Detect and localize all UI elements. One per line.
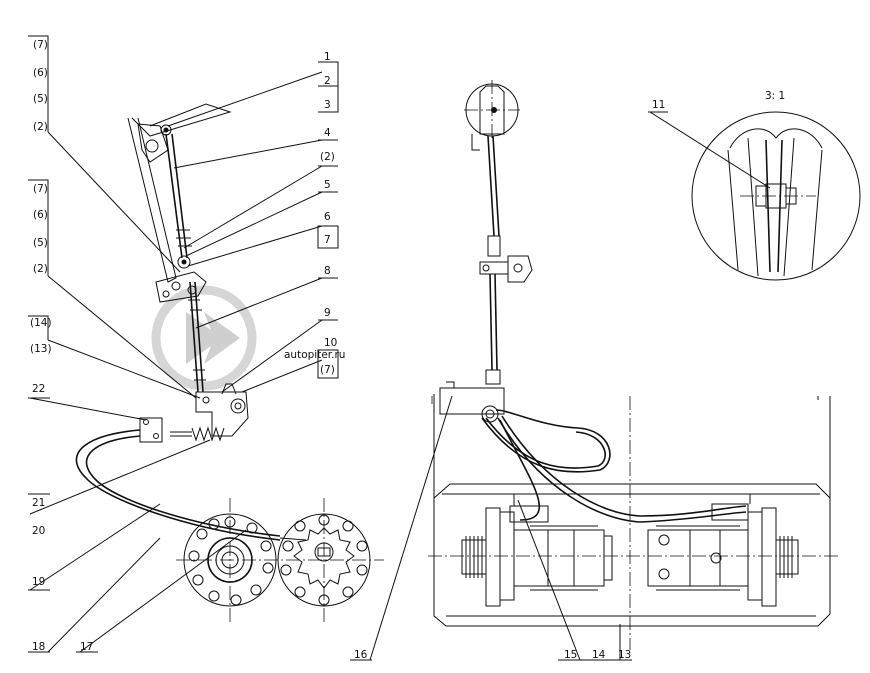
callout-p2c: (2) [320,151,335,163]
callout-text: (7) (6) (5) (2) (7) (6) (5) (2) (14) (13… [30,39,665,661]
callout-p6a: (6) [33,67,48,79]
callout-10: 10 [324,337,337,349]
callout-19: 19 [32,576,45,588]
sprocket-pair-left [176,498,384,622]
autopiter-logo-icon [151,285,257,391]
detail-view: 3: 1 [691,90,861,281]
callout-14: 14 [592,649,606,661]
callout-21: 21 [32,497,45,509]
lever-assembly-left [75,103,307,541]
callout-p14: (14) [30,317,52,329]
callout-2: 2 [324,75,331,87]
lever-assembly-middle [439,80,747,523]
callout-7: 7 [324,234,331,246]
callout-p5a: (5) [33,93,48,105]
callout-p13: (13) [30,343,52,355]
callout-6: 6 [324,211,331,223]
callout-p7a: (7) [33,39,48,51]
callout-labels [28,35,668,661]
callout-3: 3 [324,99,331,111]
callout-17: 17 [80,641,93,653]
callout-p7b: (7) [33,183,48,195]
gearbox-assembly [428,394,840,650]
callout-p7c: (7) [320,364,335,376]
callout-p2b: (2) [33,263,48,275]
detail-scale-label: 3: 1 [765,90,785,102]
callout-20: 20 [32,525,45,537]
callout-15: 15 [564,649,577,661]
callout-4: 4 [324,127,331,139]
watermark-text: autopiter.ru [284,349,345,361]
leader-lines [29,71,771,661]
callout-p6b: (6) [33,209,48,221]
callout-16: 16 [354,649,368,661]
callout-18: 18 [32,641,45,653]
callout-13: 13 [618,649,631,661]
callout-8: 8 [324,265,331,277]
callout-11: 11 [652,99,665,111]
callout-p2a: (2) [33,121,48,133]
callout-1: 1 [324,51,331,63]
callout-22: 22 [32,383,45,395]
callout-p5b: (5) [33,237,48,249]
callout-9: 9 [324,307,331,319]
callout-5: 5 [324,179,331,191]
